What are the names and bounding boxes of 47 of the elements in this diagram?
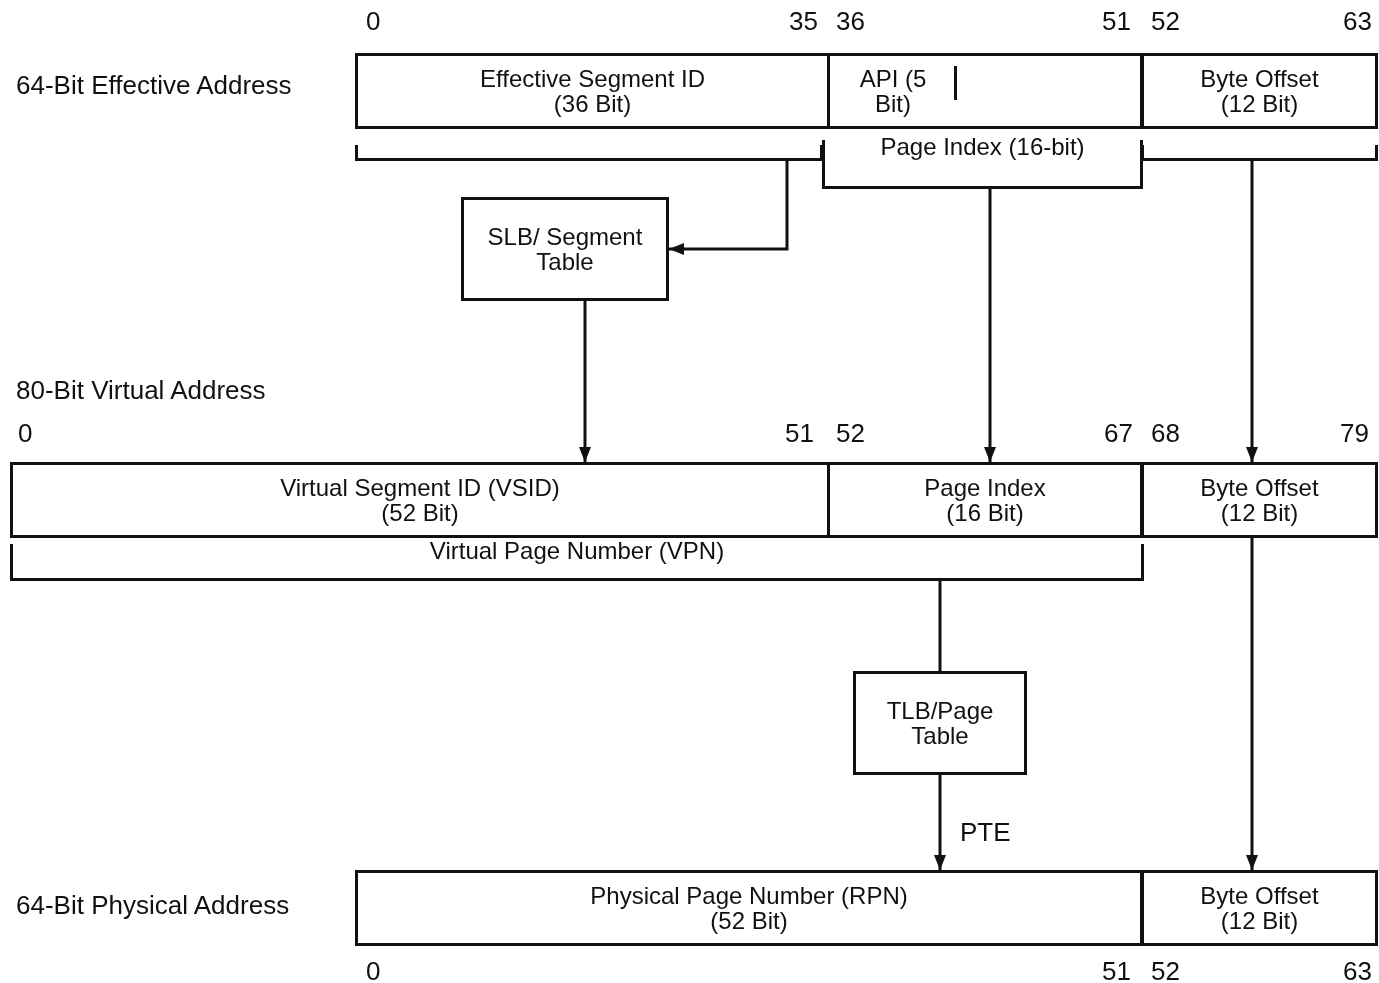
field-label: SLB/ Segment Table (486, 223, 644, 275)
process-box (461, 197, 669, 301)
address-field (1141, 462, 1378, 538)
bit-number: 36 (836, 8, 865, 34)
address-field (10, 462, 830, 538)
arrow (1246, 538, 1258, 870)
bit-number: 63 (1343, 8, 1372, 34)
bit-number: 0 (366, 958, 381, 983)
bracket (1141, 145, 1378, 161)
field-label: Byte Offset (12 Bit) (1199, 65, 1320, 117)
arrow (934, 775, 946, 870)
bit-number: 51 (1102, 958, 1131, 983)
address-field (355, 53, 830, 129)
bit-number: 35 (789, 8, 818, 34)
bit-number: 51 (1102, 8, 1131, 34)
process-box (853, 671, 1027, 775)
bit-number: 0 (366, 8, 381, 34)
arrow (1246, 161, 1258, 462)
field-label: Physical Page Number (RPN) (52 Bit) (589, 882, 909, 934)
bit-number: 67 (1104, 420, 1133, 446)
address-field (1141, 870, 1378, 946)
field-label: Byte Offset (12 Bit) (1199, 882, 1320, 934)
row-title: 80-Bit Virtual Address (16, 377, 266, 403)
arrow (984, 189, 996, 462)
bit-number: 52 (1151, 958, 1180, 983)
field-label: Byte Offset (12 Bit) (1199, 474, 1320, 526)
bit-number: 52 (1151, 8, 1180, 34)
bit-number: 52 (836, 420, 865, 446)
address-field (827, 53, 1143, 129)
arrow (579, 301, 591, 462)
row-title: 64-Bit Physical Address (16, 892, 290, 918)
bit-number: 63 (1343, 958, 1372, 983)
bit-number: 68 (1151, 420, 1180, 446)
address-field (827, 462, 1143, 538)
field-label: Page Index (16 Bit) (923, 474, 1047, 526)
bit-number: 79 (1340, 420, 1369, 446)
address-field (355, 870, 1143, 946)
address-field (1141, 53, 1378, 129)
bracket (355, 145, 823, 161)
field-label: TLB/Page Table (885, 697, 995, 749)
bit-number: 0 (18, 420, 33, 446)
arrow (669, 161, 789, 255)
field-label: Effective Segment ID (36 Bit) (479, 65, 706, 117)
field-label: Virtual Segment ID (VSID) (52 Bit) (279, 474, 561, 526)
field-label: API (5 Bit) (858, 65, 928, 117)
bit-number: 51 (785, 420, 814, 446)
row-title: 64-Bit Effective Address (16, 72, 292, 98)
